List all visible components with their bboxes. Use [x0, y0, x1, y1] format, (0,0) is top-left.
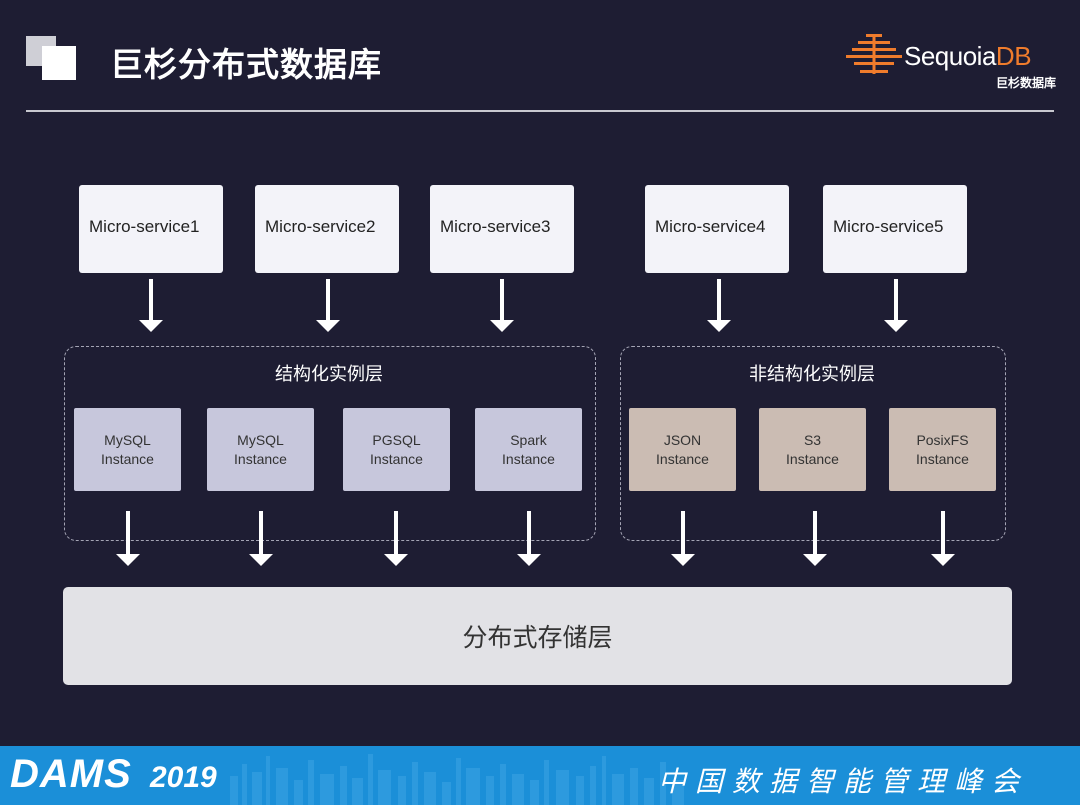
- unstructured-layer-label: 非结构化实例层: [749, 364, 875, 384]
- down-arrow-icon: [490, 279, 514, 332]
- brand-name-main: Sequoia: [904, 41, 996, 71]
- instance-type: MySQL: [237, 431, 284, 448]
- storage-label: 分布式存储层: [462, 624, 613, 652]
- instance-suffix: Instance: [656, 450, 709, 467]
- instance-type: PosixFS: [916, 431, 969, 448]
- logo-square-front: [42, 46, 76, 80]
- instance-box: MySQL Instance: [207, 408, 314, 491]
- micro-service-label: Micro-service4: [655, 217, 766, 236]
- instance-suffix: Instance: [234, 450, 287, 467]
- instance-type: S3: [803, 431, 822, 448]
- brand-name: SequoiaDB: [904, 41, 1032, 72]
- instance-type: JSON: [663, 431, 702, 448]
- micro-service-box-4: Micro-service4: [645, 185, 789, 273]
- down-arrow-icon: [707, 279, 731, 332]
- distributed-storage-layer: 分布式存储层: [63, 587, 1012, 685]
- brand-subtitle: 巨杉数据库: [995, 76, 1056, 90]
- down-arrow-icon: [116, 511, 140, 566]
- micro-service-label: Micro-service1: [89, 217, 200, 236]
- down-arrow-icon: [249, 511, 273, 566]
- footer-year: 2019: [150, 761, 217, 794]
- instance-suffix: Instance: [370, 450, 423, 467]
- micro-service-label: Micro-service5: [833, 217, 944, 236]
- footer-banner: DAMS 2019 中国数据智能管理峰会: [0, 746, 1080, 805]
- micro-service-box-3: Micro-service3: [430, 185, 574, 273]
- micro-service-label: Micro-service2: [265, 217, 376, 236]
- down-arrow-icon: [931, 511, 955, 566]
- slide-logo-squares: [26, 36, 82, 82]
- structured-instance-layer: [64, 346, 596, 541]
- instance-box: JSON Instance: [629, 408, 736, 491]
- instance-suffix: Instance: [786, 450, 839, 467]
- instance-box: MySQL Instance: [74, 408, 181, 491]
- instance-suffix: Instance: [916, 450, 969, 467]
- micro-service-box-2: Micro-service2: [255, 185, 399, 273]
- down-arrow-icon: [671, 511, 695, 566]
- instance-box: S3 Instance: [759, 408, 866, 491]
- instance-type: MySQL: [104, 431, 151, 448]
- slide-title: 巨杉分布式数据库: [110, 46, 382, 83]
- footer-event-name: DAMS: [10, 752, 132, 796]
- structured-layer-label: 结构化实例层: [275, 364, 383, 384]
- brand-name-db: DB: [995, 41, 1032, 71]
- instance-type: PGSQL: [372, 431, 421, 448]
- instance-type: Spark: [510, 431, 547, 448]
- down-arrow-icon: [884, 279, 908, 332]
- instance-suffix: Instance: [101, 450, 154, 467]
- micro-service-box-5: Micro-service5: [823, 185, 967, 273]
- down-arrow-icon: [316, 279, 340, 332]
- instance-box: Spark Instance: [475, 408, 582, 491]
- down-arrow-icon: [384, 511, 408, 566]
- instance-box: PGSQL Instance: [343, 408, 450, 491]
- down-arrow-icon: [139, 279, 163, 332]
- title-divider: [26, 110, 1054, 112]
- micro-service-box-1: Micro-service1: [79, 185, 223, 273]
- sequoiadb-logo: SequoiaDB 巨杉数据库: [846, 32, 1056, 92]
- footer-summit-name: 中国数据智能管理峰会: [657, 766, 1028, 797]
- sequoia-tree-icon: [846, 34, 902, 74]
- micro-service-label: Micro-service3: [440, 217, 551, 236]
- instance-suffix: Instance: [502, 450, 555, 467]
- city-skyline-icon: [230, 754, 684, 805]
- instance-box: PosixFS Instance: [889, 408, 996, 491]
- down-arrow-icon: [803, 511, 827, 566]
- down-arrow-icon: [517, 511, 541, 566]
